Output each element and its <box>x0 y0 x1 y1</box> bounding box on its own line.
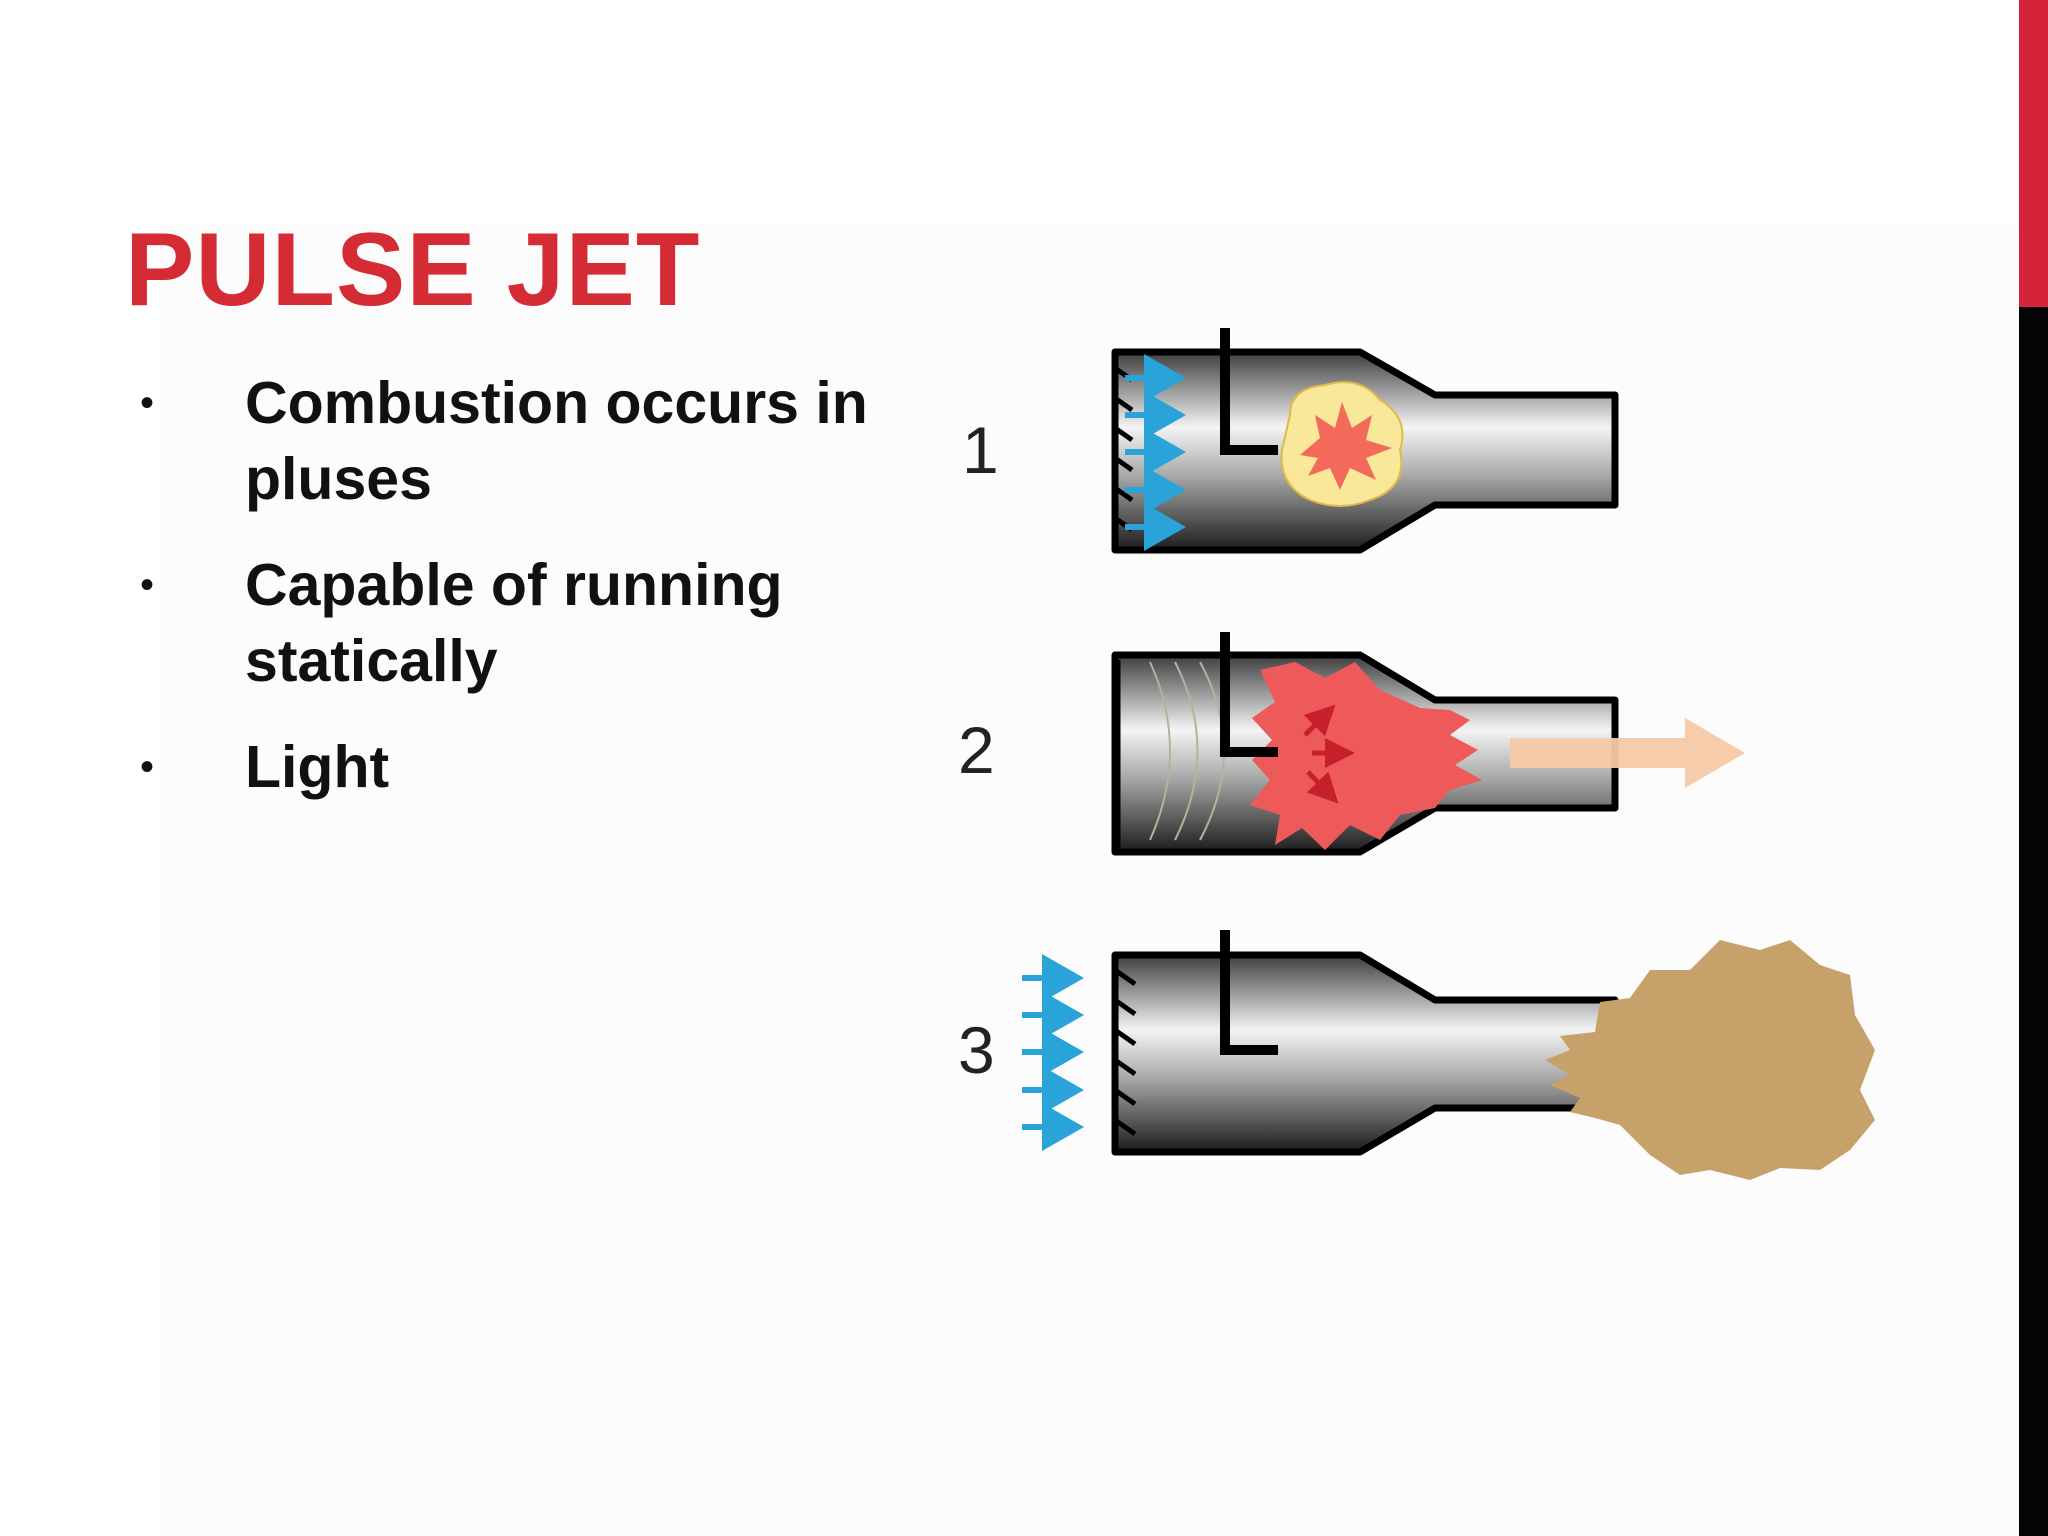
explosion-shape <box>1250 662 1482 850</box>
bullet-text: Combustion occurs in pluses <box>245 370 868 512</box>
bullet-item: • Light <box>140 729 880 805</box>
bullet-list: • Combustion occurs in pluses • Capable … <box>140 365 880 835</box>
diagram-graphic <box>1022 328 1875 1180</box>
pulse-jet-diagram: 1 2 3 <box>930 310 1930 1190</box>
bullet-marker: • <box>140 381 155 425</box>
bullet-item: • Capable of running statically <box>140 547 880 699</box>
expansion-arrows <box>1303 704 1355 804</box>
intake-arrows <box>1125 354 1186 551</box>
intake-arrows <box>1022 954 1084 1151</box>
bullet-marker: • <box>140 563 155 607</box>
stage-label-1: 1 <box>962 413 999 487</box>
slide-background-panel <box>160 225 2020 1536</box>
stage-label-3: 3 <box>958 1013 995 1087</box>
combustion-flame <box>1300 402 1392 490</box>
accent-bar-red <box>2019 0 2048 307</box>
accent-bar-black <box>2019 307 2048 1536</box>
fuel-injector <box>1220 930 1278 1055</box>
bullet-text: Capable of running statically <box>245 552 783 694</box>
engine-stage-2 <box>1111 632 1745 856</box>
stage-label-2: 2 <box>958 713 995 787</box>
slide-title: PULSE JET <box>125 212 701 328</box>
fuel-injector <box>1220 328 1278 455</box>
engine-body <box>1111 951 1619 1156</box>
thrust-arrow <box>1510 718 1745 788</box>
bullet-marker: • <box>140 745 155 789</box>
intake-valve-flaps <box>1113 967 1137 1137</box>
bullet-text: Light <box>245 734 390 800</box>
fuel-injector <box>1220 632 1278 757</box>
engine-stage-3 <box>1022 930 1875 1180</box>
exhaust-cloud <box>1545 940 1875 1180</box>
engine-stage-1 <box>1111 328 1619 554</box>
bullet-item: • Combustion occurs in pluses <box>140 365 880 517</box>
